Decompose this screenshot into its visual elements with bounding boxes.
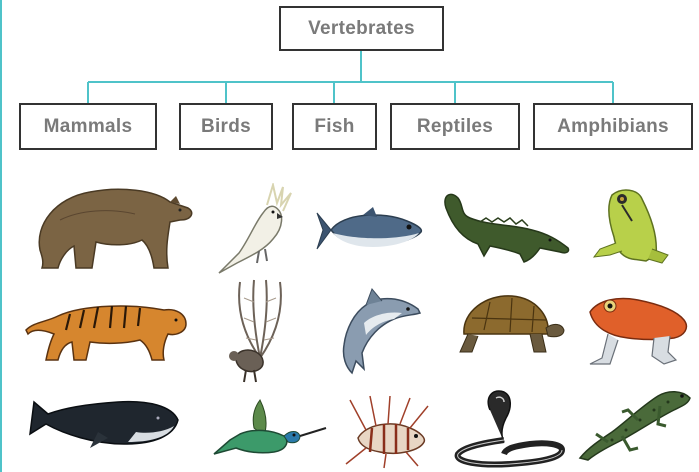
cockatoo-image: [215, 183, 297, 275]
whale-image: [28, 392, 184, 454]
birds-box: Birds: [179, 103, 273, 150]
amphibians-label: Amphibians: [557, 116, 669, 138]
reptiles-label: Reptiles: [417, 116, 493, 138]
lyrebird-image: [226, 278, 296, 386]
lionfish-image: [336, 394, 432, 470]
fish-box: Fish: [292, 103, 377, 150]
tuna-image: [313, 205, 425, 255]
red-frog-image: [584, 294, 692, 368]
crocodile-image: [440, 188, 572, 266]
fish-label: Fish: [314, 116, 354, 138]
birds-label: Birds: [201, 116, 251, 138]
mammals-box: Mammals: [19, 103, 157, 150]
shark-image: [332, 283, 424, 375]
tiger-image: [24, 294, 192, 366]
bear-image: [30, 180, 195, 275]
salamander-image: [578, 384, 694, 468]
mammals-label: Mammals: [44, 116, 133, 138]
amphibians-box: Amphibians: [533, 103, 693, 150]
cobra-image: [450, 388, 566, 468]
vertebrates-box: Vertebrates: [279, 6, 444, 51]
reptiles-box: Reptiles: [390, 103, 520, 150]
vertebrates-label: Vertebrates: [308, 18, 415, 40]
green-frog-image: [592, 185, 672, 267]
tortoise-image: [450, 290, 568, 360]
hummingbird-image: [210, 398, 328, 464]
